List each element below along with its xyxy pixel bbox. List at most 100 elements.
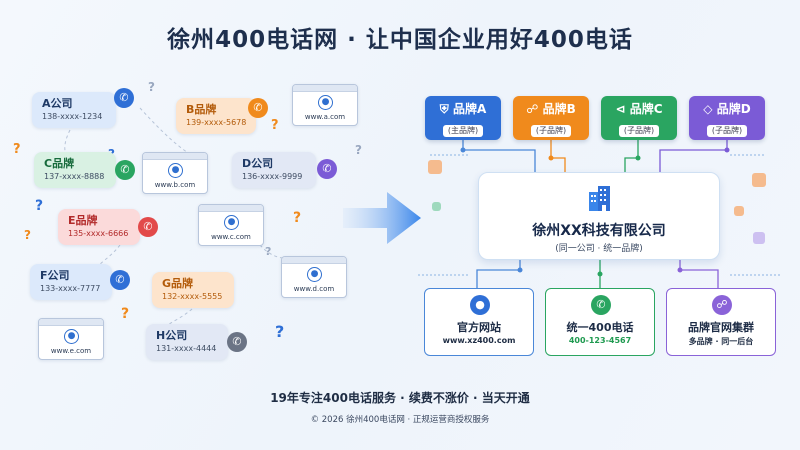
card-number: 131-xxxx-4444 <box>156 344 217 353</box>
question-mark: ? <box>275 322 285 341</box>
output-box-brand-sites: ☍ 品牌官网集群 多品牌 · 同一后台 <box>666 288 776 356</box>
output-title: 品牌官网集群 <box>688 321 754 334</box>
window-bar <box>293 85 357 92</box>
brand-name-text: 品牌C <box>629 102 663 116</box>
website-window-e: ● www.e.com <box>38 318 104 360</box>
card-name: G品牌 <box>162 277 194 290</box>
phone-icon: ✆ <box>248 98 268 118</box>
window-bar <box>199 205 263 212</box>
building-icon <box>589 186 610 211</box>
company-name: 徐州XX科技有限公司 <box>532 223 666 239</box>
phone-icon: ✆ <box>138 217 158 237</box>
brand-name: ◇ 品牌D <box>689 101 765 118</box>
card-name: A公司 <box>42 97 73 110</box>
footer-copyright: © 2026 徐州400电话网 · 正规运营商授权服务 <box>310 415 490 425</box>
card-name: D公司 <box>242 157 274 170</box>
number-card-b: B品牌 139-xxxx-5678 <box>176 98 256 134</box>
question-mark: ? <box>121 306 130 322</box>
window-bar <box>143 153 207 160</box>
page-title: 徐州400电话网 · 让中国企业用好400电话 <box>167 27 633 53</box>
card-name: H公司 <box>156 329 188 342</box>
decor-square <box>432 202 441 211</box>
question-mark: ? <box>293 210 302 226</box>
company-box: 徐州XX科技有限公司 (同一公司 · 统一品牌) <box>478 172 720 260</box>
brand-name-text: 品牌B <box>542 102 576 116</box>
card-number: 139-xxxx-5678 <box>186 118 247 127</box>
website-url: www.b.com <box>154 181 196 189</box>
website-url: www.c.com <box>211 233 251 241</box>
decor-square <box>752 173 766 187</box>
brand-sub: (主品牌) <box>442 125 484 137</box>
window-bar <box>282 257 346 264</box>
number-card-a: A公司 138-xxxx-1234 <box>32 92 116 128</box>
question-mark: ? <box>24 228 31 242</box>
question-mark: ? <box>148 80 155 94</box>
output-sub: 400-123-4567 <box>568 336 632 345</box>
company-sub: (同一公司 · 统一品牌) <box>555 244 643 254</box>
phone-icon: ✆ <box>115 160 135 180</box>
question-mark: ? <box>271 118 279 133</box>
link-icon: ☍ <box>712 295 732 315</box>
globe-icon: ● <box>318 95 333 110</box>
number-card-c: C品牌 137-xxxx-8888 <box>34 152 116 188</box>
brand-sub: (子品牌) <box>618 125 660 137</box>
website-url: www.d.com <box>293 285 335 293</box>
card-name: E品牌 <box>68 214 98 227</box>
globe-icon: ● <box>168 163 183 178</box>
phone-icon: ✆ <box>317 159 337 179</box>
website-url: www.e.com <box>50 347 92 355</box>
card-number: 136-xxxx-9999 <box>242 172 303 181</box>
website-url: www.a.com <box>304 113 346 121</box>
question-mark: ? <box>355 143 362 157</box>
card-number: 135-xxxx-6666 <box>68 229 129 238</box>
brand-sub: (子品牌) <box>530 125 572 137</box>
brand-name-text: 品牌A <box>452 102 487 116</box>
card-number: 138-xxxx-1234 <box>42 112 103 121</box>
brand-box-b: ☍ 品牌B (子品牌) <box>513 96 589 140</box>
output-sub: 多品牌 · 同一后台 <box>688 337 754 346</box>
footer-slogan: 19年专注400电话服务 · 续费不涨价 · 当天开通 <box>270 391 530 405</box>
number-card-d: D公司 136-xxxx-9999 <box>232 152 316 188</box>
output-sub: www.xz400.com <box>442 336 516 345</box>
brand-box-d: ◇ 品牌D (子品牌) <box>689 96 765 140</box>
card-name: C品牌 <box>44 157 75 170</box>
globe-icon: ● <box>64 329 79 344</box>
brand-name: ⛨ 品牌A <box>425 101 501 118</box>
card-name: B品牌 <box>186 103 217 116</box>
globe-icon: ● <box>470 295 490 315</box>
card-number: 132-xxxx-5555 <box>162 292 223 301</box>
phone-icon: ✆ <box>114 88 134 108</box>
phone-icon: ✆ <box>110 270 130 290</box>
decor-square <box>734 206 744 216</box>
brand-name-text: 品牌D <box>716 102 751 116</box>
question-mark: ? <box>265 245 272 258</box>
brand-name: ☍ 品牌B <box>513 101 589 118</box>
website-window-c: ● www.c.com <box>198 204 264 246</box>
card-number: 137-xxxx-8888 <box>44 172 105 181</box>
diamond-icon: ◇ <box>703 102 713 116</box>
brand-box-c: ⊲ 品牌C (子品牌) <box>601 96 677 140</box>
number-card-e: E品牌 135-xxxx-6666 <box>58 209 140 245</box>
website-window-d: ● www.d.com <box>281 256 347 298</box>
phone-icon: ✆ <box>227 332 247 352</box>
output-box-website: ● 官方网站 www.xz400.com <box>424 288 534 356</box>
decor-square <box>428 160 442 174</box>
output-title: 官方网站 <box>457 321 501 334</box>
question-mark: ? <box>13 142 21 157</box>
output-title: 统一400电话 <box>566 321 634 334</box>
decor-square <box>753 232 765 244</box>
number-card-f: F公司 133-xxxx-7777 <box>30 264 112 300</box>
link-icon: ☍ <box>526 102 539 116</box>
number-card-h: H公司 131-xxxx-4444 <box>146 324 228 360</box>
brand-sub: (子品牌) <box>706 125 748 137</box>
share-icon: ⊲ <box>615 102 626 116</box>
website-window-a: ● www.a.com <box>292 84 358 126</box>
website-window-b: ● www.b.com <box>142 152 208 194</box>
phone-icon: ✆ <box>591 295 611 315</box>
output-box-400-phone: ✆ 统一400电话 400-123-4567 <box>545 288 655 356</box>
arrow-right-icon <box>343 192 421 244</box>
shield-icon: ⛨ <box>439 102 449 116</box>
brand-box-a: ⛨ 品牌A (主品牌) <box>425 96 501 140</box>
number-card-g: G品牌 132-xxxx-5555 <box>152 272 234 308</box>
